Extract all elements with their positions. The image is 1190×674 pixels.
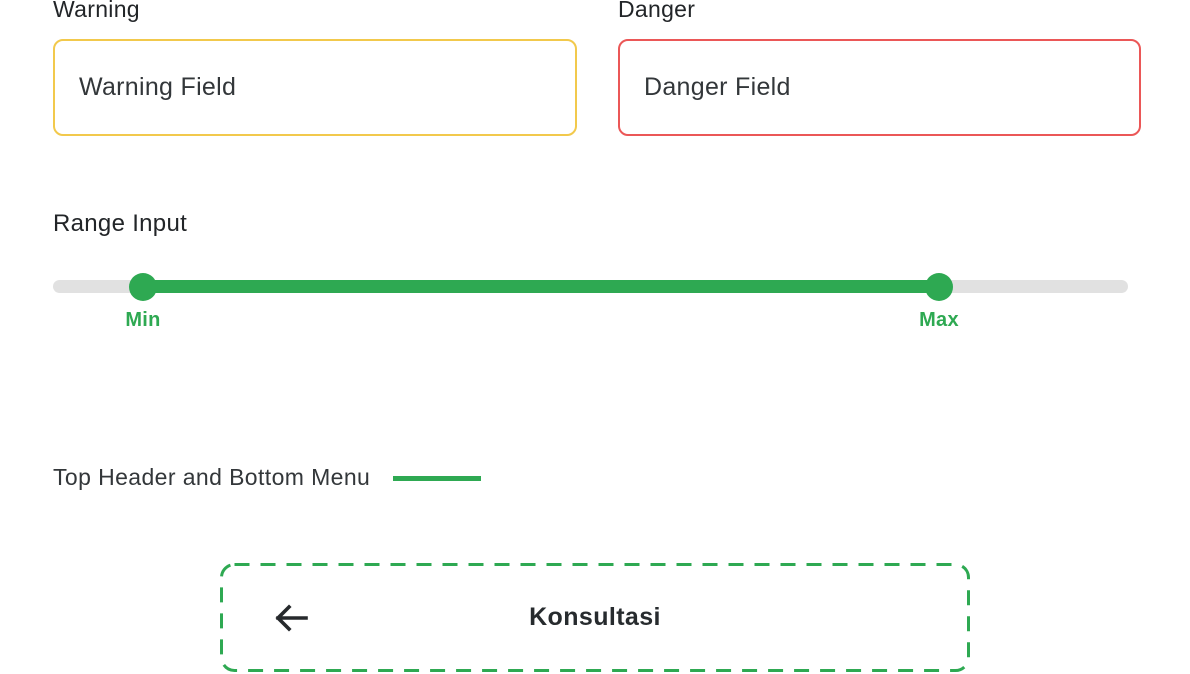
warning-input[interactable]: [53, 39, 577, 136]
section-heading-text: Top Header and Bottom Menu: [53, 464, 371, 490]
danger-input[interactable]: [618, 39, 1141, 136]
range-input-label: Range Input: [53, 210, 188, 237]
warning-field-group: Warning: [53, 0, 577, 136]
warning-field-label: Warning: [53, 0, 140, 22]
range-input-section: Range Input Min Max: [53, 209, 1141, 331]
range-handle-max[interactable]: [925, 272, 953, 301]
range-min-label: Min: [125, 309, 161, 331]
heading-underline-dash: [393, 475, 482, 481]
konsultasi-button[interactable]: Konsultasi: [220, 563, 970, 672]
range-handle-min[interactable]: [129, 272, 157, 301]
danger-field-label: Danger: [618, 0, 696, 22]
field-row: Warning Danger: [53, 0, 1141, 136]
danger-field-group: Danger: [618, 0, 1141, 136]
konsultasi-button-label: Konsultasi: [529, 603, 661, 631]
range-slider-track[interactable]: Min Max: [53, 272, 1128, 331]
range-slider-fill: [143, 280, 939, 293]
range-max-label: Max: [919, 309, 959, 331]
arrow-left-icon[interactable]: [272, 600, 310, 636]
section-heading: Top Header and Bottom Menu: [53, 463, 1141, 491]
